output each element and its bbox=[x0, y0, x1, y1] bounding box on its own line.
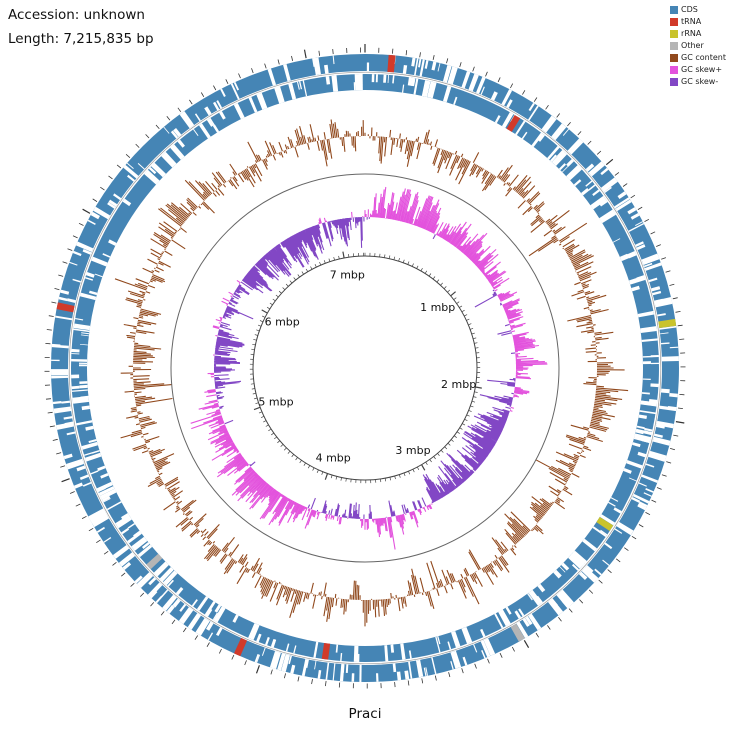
ring-gc-skew bbox=[190, 186, 548, 550]
legend-label: tRNA bbox=[681, 16, 702, 26]
scale-label: 4 mbp bbox=[316, 452, 351, 465]
ring-cds-reverse bbox=[71, 74, 659, 662]
legend-swatch-cds bbox=[670, 5, 679, 14]
legend-item-gc-skew-minus: GC skew- bbox=[670, 76, 726, 87]
accession-text: Accession: unknown bbox=[8, 7, 145, 23]
legend-item-other: Other bbox=[670, 40, 726, 51]
legend-item-gc-content: GC content bbox=[670, 52, 726, 63]
chart-title: Praci bbox=[348, 706, 382, 722]
legend-item-trna: tRNA bbox=[670, 16, 726, 27]
inner-scale: 1 mbp 2 mbp 3 mbp 4 mbp 5 mbp 6 mbp 7 mbp bbox=[249, 251, 482, 484]
legend-label: CDS bbox=[681, 4, 698, 14]
legend-label: GC skew- bbox=[681, 76, 719, 86]
legend-item-rrna: rRNA bbox=[670, 28, 726, 39]
legend-label: rRNA bbox=[681, 28, 702, 38]
legend-swatch-other bbox=[670, 41, 679, 50]
legend-label: GC skew+ bbox=[681, 64, 723, 74]
legend-label: GC content bbox=[681, 52, 726, 62]
feature-marks bbox=[56, 54, 677, 660]
legend-swatch-gc-skew-plus bbox=[670, 65, 679, 74]
legend-item-cds: CDS bbox=[670, 4, 726, 15]
scale-label: 6 mbp bbox=[265, 315, 300, 328]
length-text: Length: 7,215,835 bp bbox=[8, 31, 154, 47]
band-separator bbox=[68, 71, 662, 665]
scale-label: 2 mbp bbox=[441, 378, 476, 391]
outer-ticks bbox=[44, 44, 686, 689]
scale-label: 1 mbp bbox=[420, 301, 455, 314]
legend-swatch-gc-skew-minus bbox=[670, 77, 679, 86]
scale-label: 3 mbp bbox=[395, 444, 430, 457]
ring-cds-forward bbox=[51, 54, 679, 682]
legend: CDS tRNA rRNA Other GC content GC skew+ GC ske… bbox=[670, 4, 726, 87]
scale-label: 5 mbp bbox=[258, 395, 293, 408]
ring-gc-content bbox=[114, 119, 629, 627]
scale-label: 7 mbp bbox=[330, 269, 365, 282]
legend-swatch-gc-content bbox=[670, 53, 679, 62]
legend-swatch-trna bbox=[670, 17, 679, 26]
inner-separator bbox=[170, 173, 560, 563]
legend-item-gc-skew-plus: GC skew+ bbox=[670, 64, 726, 75]
legend-label: Other bbox=[681, 40, 704, 50]
legend-swatch-rrna bbox=[670, 29, 679, 38]
